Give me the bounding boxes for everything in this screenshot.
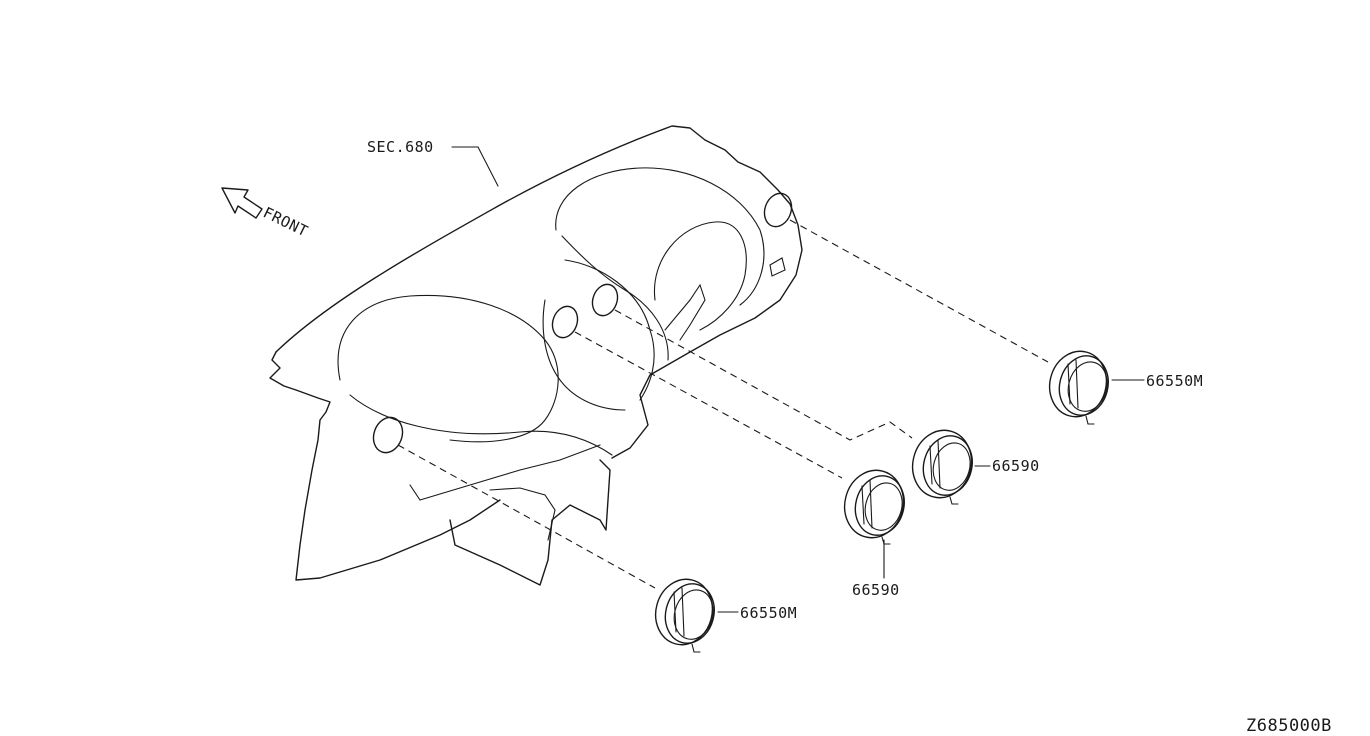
- vent-grille-66550m-lower: [654, 578, 715, 653]
- panel-left-edge: [269, 351, 501, 581]
- vent-grille-66550m-right: [1048, 350, 1109, 425]
- part-label-left-lower: 66550M: [740, 604, 797, 622]
- meter-visor: [653, 221, 747, 331]
- diagram-id: Z685000B: [1246, 716, 1332, 736]
- vent-grille-66590-lower: [843, 469, 905, 545]
- panel-vent-opening-center-upper: [591, 283, 619, 317]
- part-label-right: 66550M: [1146, 372, 1203, 390]
- right-side-slot: [769, 257, 786, 277]
- vent-leader-lines: [397, 219, 1049, 589]
- part-label-center-lower: 66590: [852, 581, 900, 599]
- panel-vent-opening-left: [372, 416, 404, 454]
- section-ref-leader: [451, 146, 499, 187]
- vent-grille-66590-upper: [911, 429, 973, 505]
- panel-glovebox-line: [409, 444, 601, 501]
- leader-center-upper: [614, 309, 913, 441]
- lower-console-inner: [489, 487, 556, 541]
- section-ref-label: SEC.680: [367, 138, 434, 156]
- left-cluster-hood: [337, 294, 559, 443]
- panel-vent-opening-center-lower: [551, 305, 579, 339]
- panel-center-surface: [564, 259, 655, 401]
- instrument-panel: [269, 125, 803, 586]
- front-direction-arrow: FRONT: [221, 187, 311, 240]
- panel-vent-opening-right: [763, 192, 793, 228]
- left-hood-inner: [349, 394, 613, 456]
- leader-center-lower: [574, 331, 843, 479]
- panel-top-outline: [275, 125, 803, 459]
- leader-left-lower: [397, 444, 656, 589]
- front-label: FRONT: [260, 203, 311, 240]
- front-arrow-icon: [221, 187, 263, 219]
- steering-column-notch: [664, 283, 706, 341]
- part-label-center-upper: 66590: [992, 457, 1040, 475]
- leader-right: [789, 219, 1049, 363]
- center-meter-hood: [555, 167, 765, 306]
- panel-console-side: [542, 299, 626, 411]
- lower-console-skirt: [449, 459, 611, 586]
- center-meter-inner: [561, 235, 669, 361]
- section-reference: SEC.680: [367, 138, 499, 187]
